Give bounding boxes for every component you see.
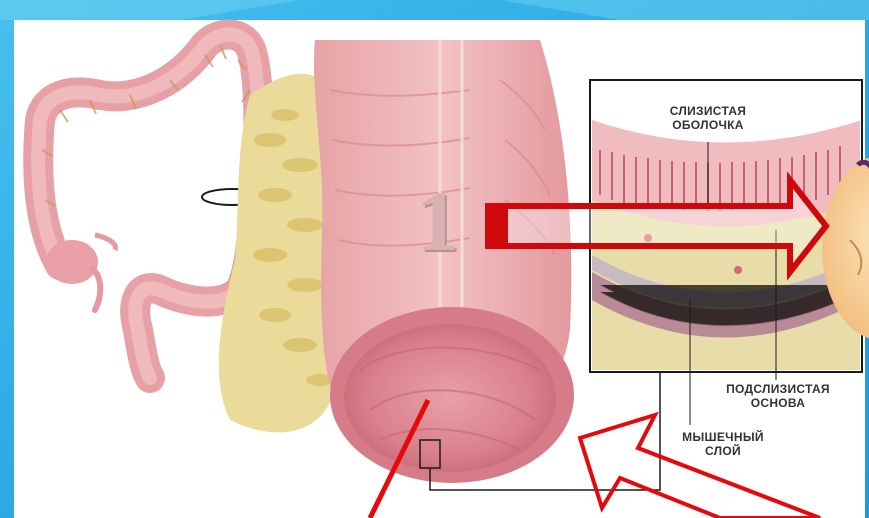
submucosa-label-line1: ПОДСЛИЗИСТАЯ [708,382,848,396]
mucosa-label-line1: СЛИЗИСТАЯ [658,104,758,118]
muscle-layer-label-line1: МЫШЕЧНЫЙ [668,430,778,444]
submucosa-label-line2: ОСНОВА [708,396,848,410]
muscle-layer-label: МЫШЕЧНЫЙ СЛОЙ [668,430,778,458]
mucosa-label: СЛИЗИСТАЯ ОБОЛОЧКА [658,104,758,132]
submucosa-label: ПОДСЛИЗИСТАЯ ОСНОВА [708,382,848,410]
marker-number-1: 1 [416,178,459,264]
mucosa-label-line2: ОБОЛОЧКА [658,118,758,132]
muscle-layer-label-line2: СЛОЙ [668,444,778,458]
